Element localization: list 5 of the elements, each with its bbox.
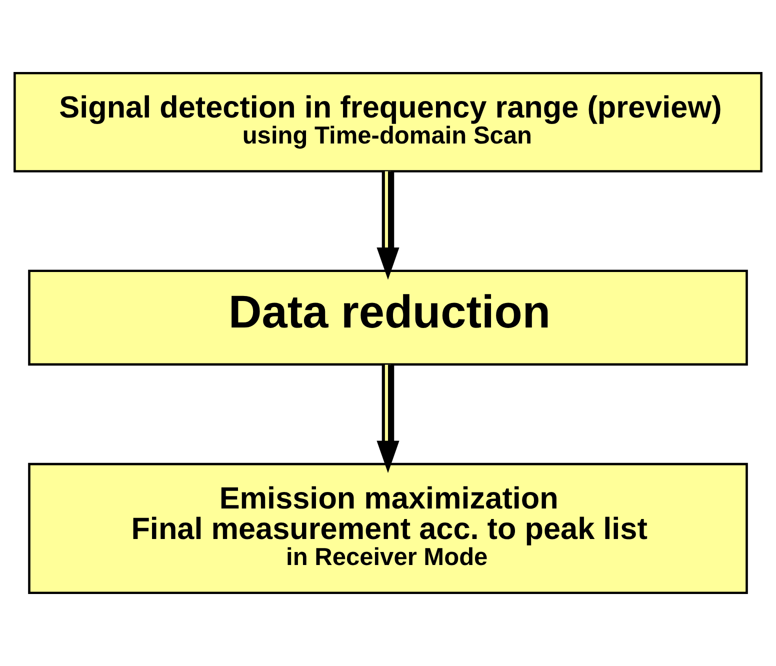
arrow [376,364,400,474]
node-box: Data reduction [28,270,748,366]
arrow [376,171,400,280]
node-box: Signal detection in frequency range (preview) using Time-domain Scan [14,72,762,172]
node-box: Emission maximization Final measurement acc. to peak list in Receiver Mode [28,462,748,594]
